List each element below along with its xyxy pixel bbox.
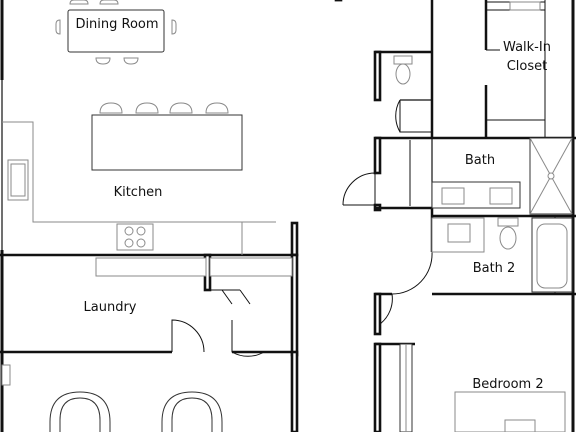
laundry-label: Laundry: [84, 300, 137, 315]
bedroom-2-label: Bedroom 2: [472, 377, 543, 392]
walk-in-closet-label-line-2: Closet: [507, 59, 548, 74]
dining-room-label: Dining Room: [75, 17, 158, 32]
hall-doors: [342, 99, 433, 326]
room-labels: Dining Room Kitchen Laundry Bath Bath 2 …: [75, 17, 551, 392]
bath-2-label: Bath 2: [473, 261, 516, 276]
dining-table: [55, 0, 177, 65]
laundry-door: [171, 289, 265, 357]
bedroom-2-furniture: [399, 343, 566, 432]
bath-label: Bath: [465, 153, 495, 168]
lounge-chairs: [1, 364, 223, 432]
walk-in-closet-shelves: [486, 1, 545, 121]
toilet: [393, 55, 413, 85]
walk-in-closet-label-line-1: Walk-In: [503, 40, 551, 55]
kitchen-counter: [2, 121, 276, 255]
kitchen-island: [91, 102, 243, 171]
bath-fixtures: [431, 137, 573, 215]
laundry-fixtures: [95, 257, 293, 277]
kitchen-label: Kitchen: [114, 185, 163, 200]
bath-2-fixtures: [431, 217, 573, 293]
